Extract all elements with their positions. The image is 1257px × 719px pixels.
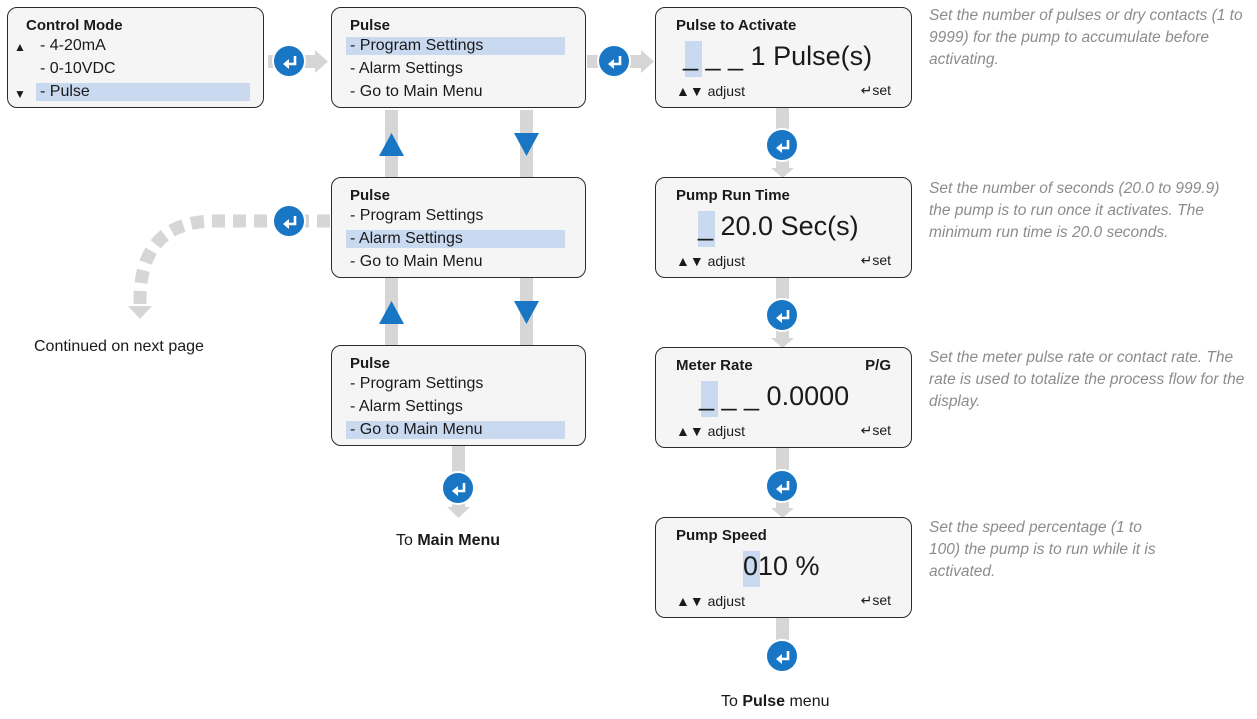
menu-item-0-10vdc[interactable]: - 0-10VDC — [40, 60, 116, 77]
pump-speed-screen: Pump Speed 010 % ▲▼ adjust ↵set — [655, 517, 912, 618]
enter-icon[interactable] — [765, 298, 799, 332]
pump-speed-note: Set the speed percentage (1 to 100) the … — [929, 519, 1156, 580]
entry-title: Pump Speed — [676, 527, 767, 544]
set-hint: ↵set — [860, 252, 891, 268]
adjust-hint: ▲▼ adjust — [676, 423, 745, 439]
pulse-menu-alarm-selected: Pulse - Program Settings - Alarm Setting… — [331, 177, 586, 278]
scroll-down-icon[interactable]: ▼ — [14, 87, 26, 101]
menu-item-program-settings[interactable]: - Program Settings — [350, 207, 484, 224]
adjust-hint: ▲▼ adjust — [676, 593, 745, 609]
pulse-to-activate-note: Set the number of pulses or dry contacts… — [929, 7, 1243, 68]
value-display[interactable]: _ 20.0 Sec(s) — [698, 211, 859, 241]
enter-icon[interactable] — [765, 469, 799, 503]
enter-icon[interactable] — [765, 639, 799, 673]
menu-item-program-settings[interactable]: - Program Settings — [346, 37, 565, 55]
arrow-up-icon — [379, 133, 404, 156]
pump-run-time-screen: Pump Run Time _ 20.0 Sec(s) ▲▼ adjust ↵s… — [655, 177, 912, 278]
pulse-menu-title: Pulse — [350, 187, 391, 204]
meter-rate-screen: Meter Rate P/G _ _ _ 0.0000 ▲▼ adjust ↵s… — [655, 347, 912, 448]
pulse-menu-title: Pulse — [350, 355, 391, 372]
menu-item-program-settings[interactable]: - Program Settings — [350, 375, 484, 392]
set-hint: ↵set — [860, 592, 891, 608]
menu-item-alarm-settings[interactable]: - Alarm Settings — [350, 398, 463, 415]
menu-item-main-menu[interactable]: - Go to Main Menu — [346, 421, 565, 439]
enter-icon[interactable] — [597, 44, 631, 78]
control-mode-menu: Control Mode ▲ - 4-20mA - 0-10VDC ▼ - Pu… — [7, 7, 264, 108]
adjust-hint: ▲▼ adjust — [676, 253, 745, 269]
pulse-menu-caption: To Pulse menu — [721, 693, 830, 710]
enter-icon[interactable] — [765, 128, 799, 162]
enter-icon[interactable] — [272, 204, 306, 238]
set-hint: ↵set — [860, 82, 891, 98]
continued-caption: Continued on next page — [34, 338, 204, 355]
meter-rate-note: Set the meter pulse rate or contact rate… — [929, 349, 1245, 410]
arrow-down-icon — [514, 301, 539, 324]
menu-item-main-menu[interactable]: - Go to Main Menu — [350, 83, 483, 100]
menu-item-main-menu[interactable]: - Go to Main Menu — [350, 253, 483, 270]
value-display[interactable]: _ _ _ 1 Pulse(s) — [683, 41, 873, 71]
arrow-up-icon — [379, 301, 404, 324]
entry-title: Meter Rate — [676, 357, 753, 374]
menu-item-4-20ma[interactable]: - 4-20mA — [40, 37, 106, 54]
pulse-menu-title: Pulse — [350, 17, 391, 34]
menu-item-alarm-settings[interactable]: - Alarm Settings — [350, 60, 463, 77]
units-tag: P/G — [865, 357, 891, 374]
entry-title: Pulse to Activate — [676, 17, 797, 34]
control-mode-title: Control Mode — [26, 17, 123, 34]
pulse-menu-main-selected: Pulse - Program Settings - Alarm Setting… — [331, 345, 586, 446]
enter-icon[interactable] — [272, 44, 306, 78]
entry-title: Pump Run Time — [676, 187, 790, 204]
main-menu-caption: To Main Menu — [396, 532, 501, 549]
adjust-hint: ▲▼ adjust — [676, 83, 745, 99]
scroll-up-icon[interactable]: ▲ — [14, 40, 26, 54]
set-hint: ↵set — [860, 422, 891, 438]
menu-item-pulse[interactable]: - Pulse — [36, 83, 250, 101]
menu-item-alarm-settings[interactable]: - Alarm Settings — [346, 230, 565, 248]
enter-icon[interactable] — [441, 471, 475, 505]
value-display[interactable]: _ _ _ 0.0000 — [699, 381, 850, 411]
pulse-to-activate-screen: Pulse to Activate _ _ _ 1 Pulse(s) ▲▼ ad… — [655, 7, 912, 108]
pulse-menu-program-selected: Pulse - Program Settings - Alarm Setting… — [331, 7, 586, 108]
pump-run-time-note: Set the number of seconds (20.0 to 999.9… — [929, 180, 1220, 241]
arrow-down-icon — [514, 133, 539, 156]
value-display[interactable]: 010 % — [743, 551, 820, 581]
